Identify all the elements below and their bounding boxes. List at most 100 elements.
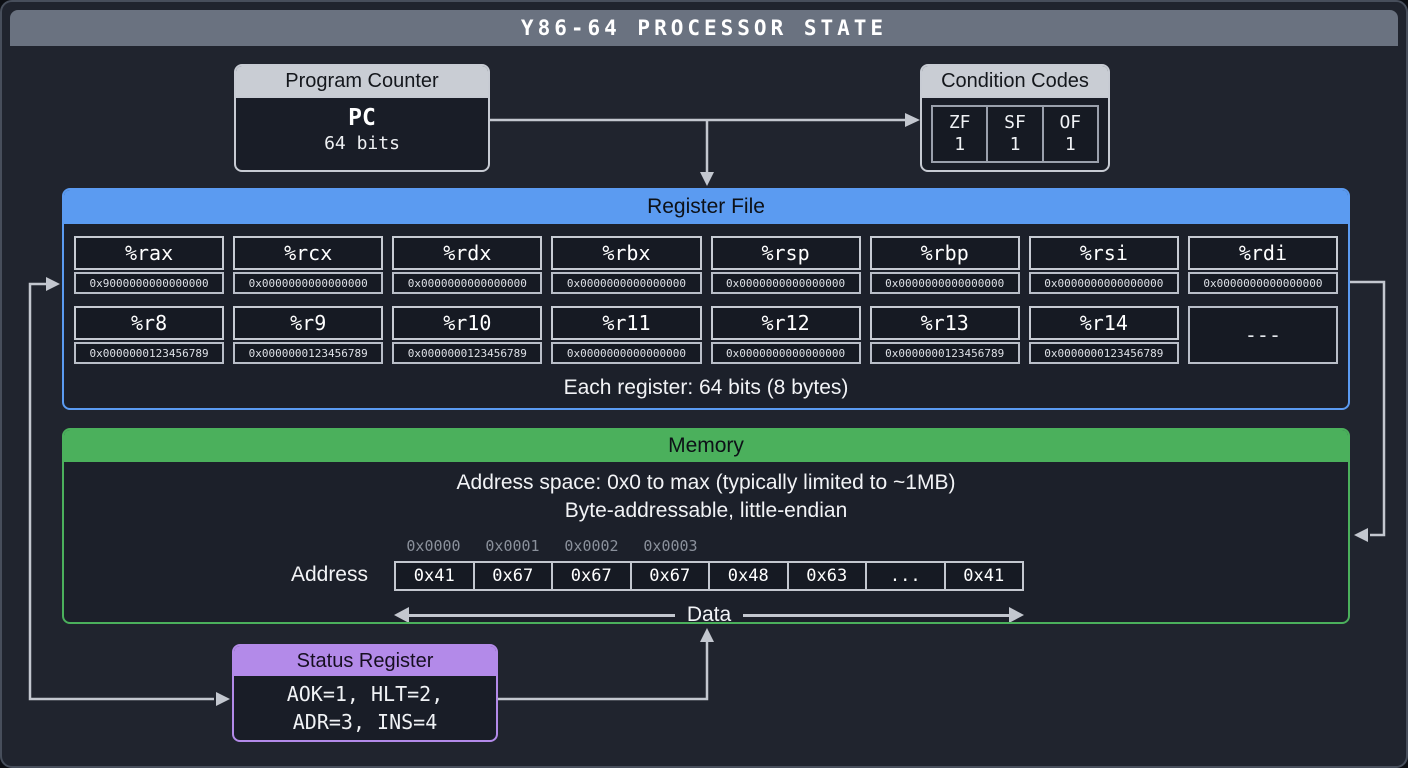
- register-value: 0x0000000123456789: [74, 342, 225, 364]
- register-name: %r11: [551, 306, 702, 340]
- register-name: %rax: [74, 236, 225, 270]
- data-caption: Data: [686, 603, 732, 624]
- status-register-box: Status Register AOK=1, HLT=2, ADR=3, INS…: [232, 644, 498, 742]
- register-unused: ---: [1187, 306, 1338, 364]
- register-value: 0x0000000000000000: [869, 272, 1020, 294]
- register-name: %rcx: [233, 236, 384, 270]
- arrowhead-into-register-file-left: [46, 277, 60, 291]
- register-name: %r14: [1028, 306, 1179, 340]
- condition-codes-header: Condition Codes: [922, 66, 1108, 98]
- diagram-title: Y86-64 PROCESSOR STATE: [520, 16, 888, 40]
- memory-byte-cell: 0x67: [629, 563, 709, 589]
- address-label: 0x0002: [564, 537, 619, 555]
- register-value: 0x0000000123456789: [233, 342, 384, 364]
- status-codes-line-2: ADR=3, INS=4: [292, 710, 438, 734]
- flag-name: SF: [1004, 111, 1026, 133]
- register-name: %rdi: [1187, 236, 1338, 270]
- pc-register-name: PC: [348, 105, 376, 131]
- arrowhead-into-memory-bottom: [700, 628, 714, 642]
- memory-byte-cell: 0x41: [943, 563, 1023, 589]
- register-value: 0x0000000000000000: [1187, 272, 1338, 294]
- flag-value: 1: [1064, 134, 1076, 155]
- pc-register-size: 64 bits: [324, 133, 400, 154]
- status-register-header: Status Register: [234, 646, 496, 676]
- register-name: %rbp: [869, 236, 1020, 270]
- register-value: 0x0000000000000000: [710, 272, 861, 294]
- data-span-arrow: Data: [394, 603, 1025, 624]
- register-name: %rbx: [551, 236, 702, 270]
- register-size-caption: Each register: 64 bits (8 bytes): [563, 376, 849, 399]
- register-name: %rdx: [392, 236, 543, 270]
- status-register-body: AOK=1, HLT=2, ADR=3, INS=4: [234, 676, 496, 736]
- register-name: ---: [1187, 306, 1338, 364]
- address-label: 0x0001: [485, 537, 540, 555]
- memory-body: Address space: 0x0 to max (typically lim…: [64, 471, 1348, 624]
- register-value: 0x0000000123456789: [869, 342, 1020, 364]
- register-value: 0x0000000000000000: [551, 272, 702, 294]
- arrowhead-data-left: [394, 607, 409, 622]
- register-name: %r10: [392, 306, 543, 340]
- register-name: %r12: [710, 306, 861, 340]
- memory-byte-cell: 0x63: [786, 563, 866, 589]
- flag-value: 1: [1009, 134, 1021, 155]
- memory-byte-cell: 0x67: [551, 563, 630, 589]
- register-name: %r8: [74, 306, 225, 340]
- register-value: 0x0000000000000000: [233, 272, 384, 294]
- memory-byte-cell: ...: [865, 563, 944, 589]
- program-counter-box: Program Counter PC 64 bits: [234, 64, 490, 172]
- register-value: 0x0000000123456789: [392, 342, 543, 364]
- arrowhead-into-status-register: [216, 692, 230, 706]
- data-arrow-line-right: [743, 613, 1010, 617]
- arrowhead-data-right: [1009, 607, 1025, 622]
- registerfile-to-memory-line: [1350, 280, 1386, 537]
- address-label: 0x0000: [406, 537, 461, 555]
- register-value: 0x0000000123456789: [1028, 342, 1179, 364]
- register-name: %r13: [869, 306, 1020, 340]
- arrowhead-into-memory-right: [1354, 528, 1368, 542]
- register-value: 0x0000000000000000: [392, 272, 543, 294]
- flag-name: ZF: [948, 111, 971, 133]
- memory-address-space-text: Address space: 0x0 to max (typically lim…: [456, 471, 956, 494]
- register-name: %rsi: [1028, 236, 1179, 270]
- data-arrow-line-left: [409, 613, 675, 617]
- flag-value: 1: [954, 134, 966, 155]
- memory-endianness-text: Byte-addressable, little-endian: [564, 499, 848, 522]
- register-name: %rsp: [710, 236, 861, 270]
- memory-header: Memory: [64, 430, 1348, 462]
- register-value: 0x0000000000000000: [710, 342, 861, 364]
- status-to-memory-line: [498, 640, 709, 701]
- title-bar: Y86-64 PROCESSOR STATE: [10, 10, 1398, 46]
- address-caption: Address: [290, 563, 368, 586]
- register-file-header: Register File: [64, 190, 1348, 224]
- memory-byte-cell: 0x41: [413, 566, 455, 586]
- register-name: %r9: [233, 306, 384, 340]
- register-value: 0x0000000000000000: [551, 342, 702, 364]
- arrowhead-into-register-file: [700, 172, 714, 186]
- arrowhead-into-condition-codes: [905, 113, 920, 127]
